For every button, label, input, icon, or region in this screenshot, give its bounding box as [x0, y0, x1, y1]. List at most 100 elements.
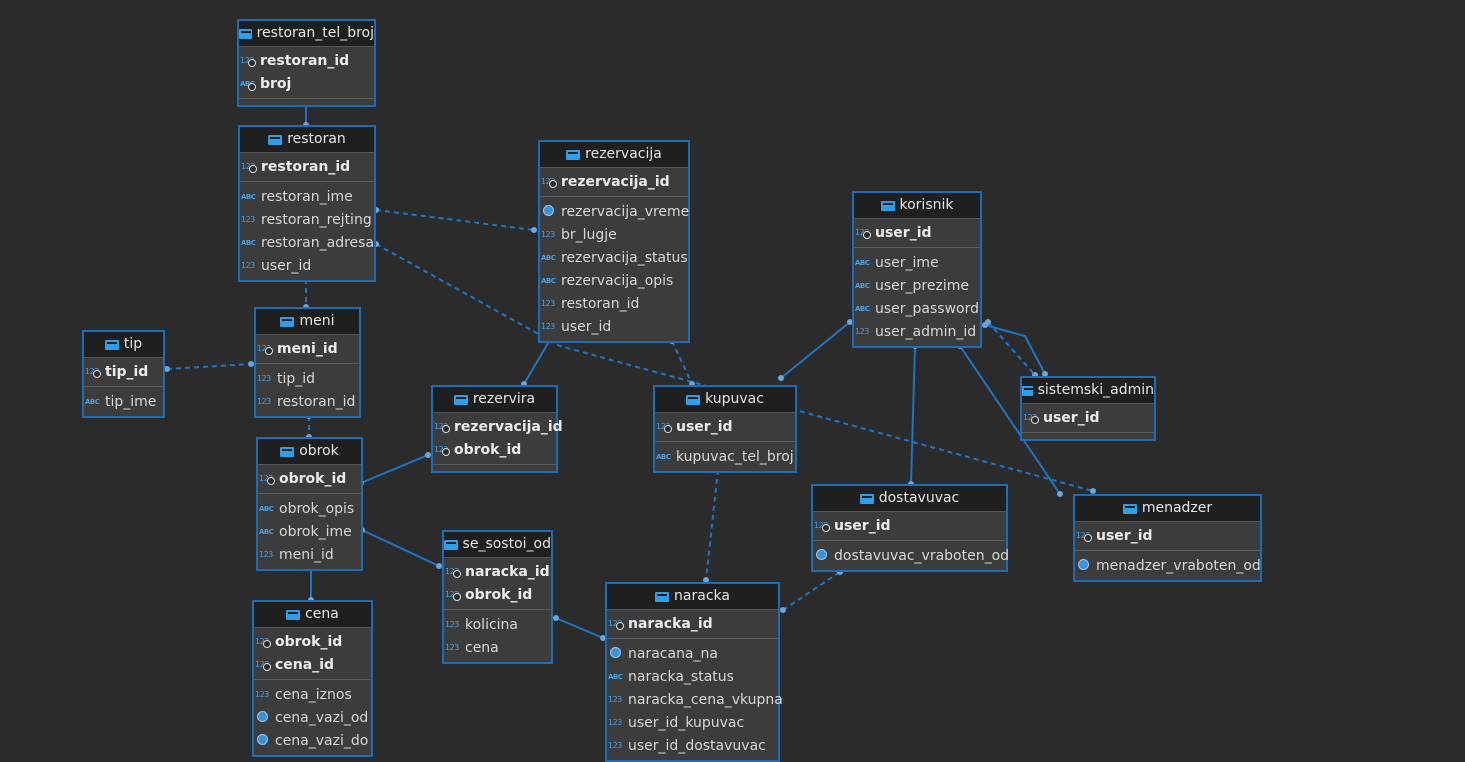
relation-se_sostoi_od-naracka[interactable]: [555, 617, 604, 639]
column-cena_vazi_od[interactable]: cena_vazi_od: [254, 706, 371, 729]
entity-header[interactable]: restoran_tel_broj: [239, 21, 374, 47]
relation-meni-tip[interactable]: [166, 363, 252, 370]
column-rezervacija_vreme[interactable]: rezervacija_vreme: [540, 200, 689, 223]
column-dostavuvac_vraboten_od[interactable]: dostavuvac_vraboten_od: [813, 544, 1009, 567]
relation-korisnik-sistemski_admin[interactable]: [987, 321, 1036, 376]
number-type-icon: 123: [608, 695, 622, 704]
entity-header[interactable]: meni: [256, 309, 359, 335]
relation-rezervacija-kupuvac[interactable]: [671, 340, 693, 385]
entity-header[interactable]: kupuvac: [655, 387, 795, 413]
entity-header[interactable]: menadzer: [1075, 496, 1260, 522]
relation-kupuvac-korisnik[interactable]: [780, 321, 851, 379]
relation-naracka-kupuvac[interactable]: [705, 469, 719, 581]
relation-se_sostoi_od-obrok[interactable]: [361, 529, 440, 567]
entity-header[interactable]: sistemski_admin: [1022, 378, 1154, 404]
relation-rezervira-obrok[interactable]: [360, 454, 429, 484]
entity-header[interactable]: dostavuvac: [813, 486, 1006, 512]
relation-dostavuvac-korisnik[interactable]: [910, 345, 916, 485]
entity-header[interactable]: rezervacija: [540, 142, 688, 168]
relation-rezervacija-restoran[interactable]: [375, 209, 535, 231]
entity-header[interactable]: rezervira: [433, 387, 556, 413]
entity-header[interactable]: cena: [254, 602, 371, 628]
entity-header[interactable]: korisnik: [854, 193, 980, 219]
column-cena_vazi_do[interactable]: cena_vazi_do: [254, 729, 371, 752]
relation-naracka-dostavuvac[interactable]: [782, 571, 841, 611]
entity-header[interactable]: restoran: [240, 127, 374, 153]
entity-header[interactable]: se_sostoi_od: [444, 532, 551, 558]
relation-menadzer-restoran[interactable]: [375, 243, 1094, 492]
entity-header[interactable]: tip: [84, 332, 163, 358]
column-menadzer_vraboten_od[interactable]: menadzer_vraboten_od: [1075, 554, 1261, 577]
relation-menadzer-korisnik[interactable]: [959, 345, 1061, 495]
relation-rezervira-rezervacija[interactable]: [523, 337, 552, 385]
column-naracana_na[interactable]: naracana_na: [607, 642, 778, 665]
entity-header[interactable]: naracka: [607, 584, 778, 610]
relation-sistemski_admin-korisnik[interactable]: [984, 324, 1046, 375]
entity-header[interactable]: obrok: [258, 439, 361, 465]
